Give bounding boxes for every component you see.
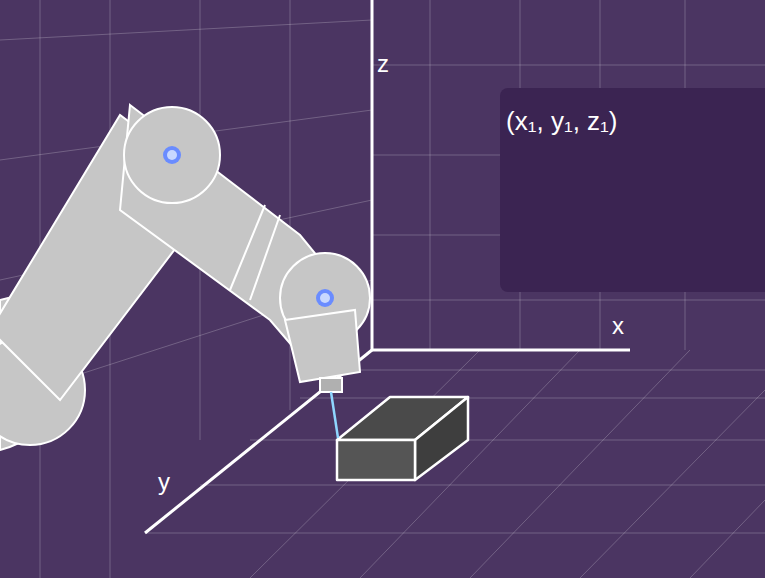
coordinate-panel: (x₁, y₁, z₁) — [500, 88, 765, 292]
axis-label: y — [158, 470, 170, 494]
coordinate-panel-bg — [500, 88, 765, 292]
axis-label: x — [612, 314, 624, 338]
robot-arm — [0, 105, 370, 450]
coordinate-text: (x₁, y₁, z₁) — [506, 106, 755, 137]
work-block — [337, 397, 468, 480]
axis-label: z — [377, 52, 389, 76]
tool-beam — [331, 392, 338, 438]
joint-lights — [163, 146, 334, 307]
